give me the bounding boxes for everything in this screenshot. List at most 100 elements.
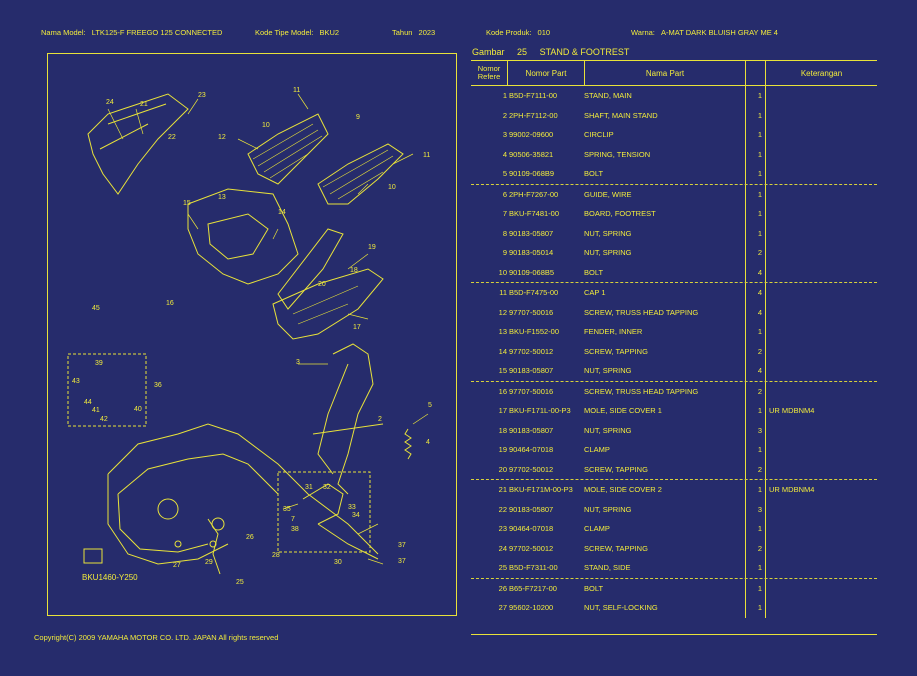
quantity-cell: 1 — [757, 189, 762, 199]
ref-cell: 25 — [498, 563, 507, 572]
part-name-cell: NUT, SPRING — [584, 504, 632, 514]
ref-cell: 9 — [502, 248, 507, 257]
part-number-cell: 90183-05014 — [509, 248, 554, 257]
divider — [745, 61, 746, 85]
quantity-cell: 4 — [757, 366, 762, 375]
part-name-cell: MOLE, SIDE COVER 1 — [584, 406, 662, 415]
part-number-cell: 90183-05807 — [509, 504, 554, 514]
part-number-cell: 90109-068B9 — [509, 169, 555, 178]
part-name-cell: NUT, SPRING — [584, 248, 632, 257]
ref-cell: 16 — [498, 386, 507, 396]
ref-cell: 2 — [502, 110, 507, 120]
callout-40: 40 — [134, 406, 142, 413]
quantity-cell: 1 — [757, 110, 762, 120]
callout-20: 20 — [318, 281, 326, 288]
callout-30: 30 — [334, 559, 342, 566]
part-number-cell: 2PH-F7112-00 — [509, 110, 558, 120]
ref-cell: 10 — [498, 267, 507, 277]
year: Tahun 2023 — [392, 28, 435, 37]
quantity-cell: 3 — [757, 504, 762, 514]
product-label: Kode Produk: — [486, 28, 532, 37]
part-name-cell: CLAMP — [584, 524, 610, 533]
quantity-cell: 2 — [757, 464, 762, 474]
product-value: 010 — [537, 28, 551, 37]
part-name-cell: STAND, SIDE — [584, 563, 631, 572]
part-number-cell: 2PH-F7267-00 — [509, 189, 559, 199]
quantity-cell: 1 — [757, 583, 762, 593]
callout-33: 33 — [348, 504, 356, 511]
callout-21: 21 — [140, 101, 148, 108]
callout-38: 38 — [291, 526, 299, 533]
ref-cell: 27 — [498, 603, 507, 612]
model-type-code: Kode Tipe Model: BKU2 — [255, 28, 339, 37]
quantity-cell: 1 — [757, 524, 762, 533]
divider — [765, 61, 766, 85]
callout-27: 27 — [173, 562, 181, 569]
header-ref-line1: Nomor — [477, 64, 501, 73]
part-number-cell: B5D-F7111-00 — [509, 91, 558, 100]
ref-cell: 4 — [502, 149, 507, 159]
part-name-cell: CIRCLIP — [584, 130, 614, 139]
product-code: Kode Produk: 010 — [486, 28, 550, 37]
quantity-cell: 1 — [757, 406, 762, 415]
table-bottom-rule — [471, 633, 877, 635]
part-name-cell: NUT, SPRING — [584, 366, 632, 375]
quantity-cell: 1 — [757, 485, 762, 494]
part-number-cell: B5D-F7311-00 — [509, 563, 558, 572]
quantity-cell: 1 — [757, 169, 762, 178]
quantity-cell: 1 — [757, 228, 762, 238]
section-label: Gambar — [472, 47, 505, 57]
header-part-name: Nama Part — [645, 68, 685, 78]
model-name: Nama Model: LTK125-F FREEGO 125 CONNECTE… — [41, 28, 222, 37]
callout-22: 22 — [168, 134, 176, 141]
ref-cell: 12 — [498, 307, 507, 317]
callout-39: 39 — [95, 360, 103, 367]
part-number-cell: BKU-F171L-00-P3 — [509, 406, 571, 415]
part-name-cell: BOARD, FOOTREST — [584, 209, 656, 218]
callout-9: 9 — [356, 114, 360, 121]
part-name-cell: SCREW, TAPPING — [584, 464, 648, 474]
ref-cell: 22 — [498, 504, 507, 514]
model-label: Nama Model: — [41, 28, 86, 37]
ref-cell: 20 — [498, 464, 507, 474]
part-name-cell: SCREW, TAPPING — [584, 543, 648, 553]
part-number-cell: 97702-50012 — [509, 346, 554, 356]
part-number-cell: BKU-F1552-00 — [509, 327, 560, 336]
callout-11: 11 — [293, 87, 301, 94]
ref-cell: 1 — [502, 91, 507, 100]
part-number-cell: 90183-05807 — [509, 228, 554, 238]
part-number-cell: 90464-07018 — [509, 524, 554, 533]
part-name-cell: NUT, SPRING — [584, 425, 632, 435]
callout-16: 16 — [166, 300, 174, 307]
divider — [584, 61, 585, 85]
part-number-cell: 97707-50016 — [509, 307, 554, 317]
part-name-cell: CLAMP — [584, 445, 610, 454]
part-name-cell: SHAFT, MAIN STAND — [584, 110, 658, 120]
callout-36: 36 — [154, 382, 162, 389]
ref-cell: 7 — [502, 209, 507, 218]
quantity-cell: 1 — [757, 603, 762, 612]
part-number-cell: 90183-05807 — [509, 425, 554, 435]
quantity-cell: 1 — [757, 445, 762, 454]
callout-28: 28 — [272, 552, 280, 559]
part-name-cell: NUT, SELF-LOCKING — [584, 603, 658, 612]
color: Warna: A-MAT DARK BLUISH GRAY ME 4 — [631, 28, 778, 37]
quantity-cell: 1 — [757, 327, 762, 336]
part-number-cell: 90109-068B5 — [509, 267, 555, 277]
